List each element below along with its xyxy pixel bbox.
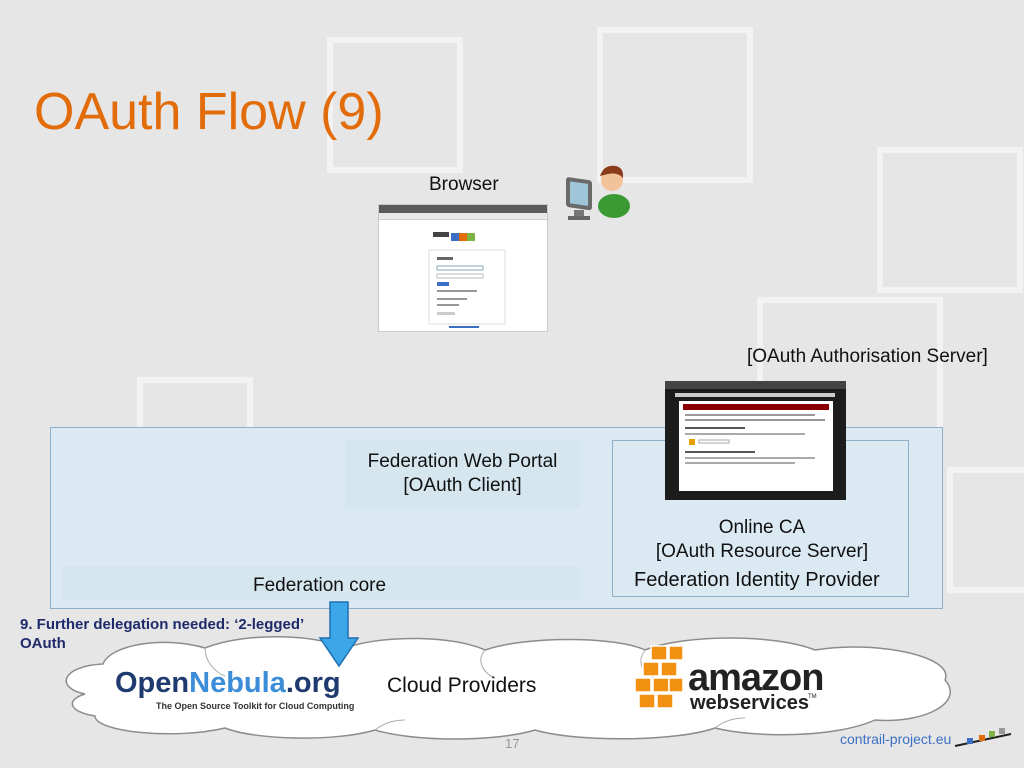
identity-provider-label: Federation Identity Provider bbox=[634, 569, 880, 591]
portal-label-line1: Federation Web Portal bbox=[367, 451, 558, 472]
login-page-thumbnail bbox=[428, 232, 506, 328]
authorisation-server-screenshot bbox=[665, 381, 846, 500]
amazon-cubes-logo bbox=[635, 645, 684, 709]
delegation-note: 9. Further delegation needed: ‘2-legged’… bbox=[20, 615, 304, 653]
authorisation-server-label: [OAuth Authorisation Server] bbox=[747, 346, 988, 367]
cloud-providers-label: Cloud Providers bbox=[387, 674, 537, 697]
opennebula-name-part2: Nebula bbox=[189, 667, 286, 699]
footer-url[interactable]: contrail-project.eu bbox=[840, 731, 952, 747]
consent-page-thumbnail bbox=[665, 381, 846, 491]
amazon-tm: TM bbox=[808, 694, 817, 700]
portal-box bbox=[345, 440, 580, 508]
opennebula-name-part1: Open bbox=[115, 667, 190, 699]
delegation-note-line1: 9. Further delegation needed: ‘2-legged’ bbox=[20, 616, 305, 633]
opennebula-name-part3: .org bbox=[285, 667, 341, 699]
opennebula-tagline: The Open Source Toolkit for Cloud Comput… bbox=[156, 701, 355, 711]
federation-core-box bbox=[62, 566, 580, 600]
browser-screenshot bbox=[378, 204, 548, 332]
delegation-note-line2: OAuth bbox=[20, 635, 66, 652]
portal-label-line2: [OAuth Client] bbox=[403, 475, 522, 496]
online-ca-label-line2: [OAuth Resource Server] bbox=[655, 541, 869, 562]
opennebula-logo: OpenNebula.org bbox=[115, 667, 341, 700]
page-number: 17 bbox=[505, 736, 520, 751]
browser-label: Browser bbox=[429, 174, 499, 195]
online-ca-label-line1: Online CA bbox=[718, 517, 806, 538]
down-arrow-icon bbox=[318, 601, 360, 668]
slide-title: OAuth Flow (9) bbox=[34, 83, 384, 141]
contrail-logo-icon bbox=[954, 728, 1012, 747]
amazon-webservices: webservices bbox=[690, 692, 809, 714]
amazon-wordmark: amazon bbox=[688, 657, 824, 699]
user-at-computer-icon bbox=[566, 165, 630, 220]
federation-core-label: Federation core bbox=[253, 575, 387, 596]
